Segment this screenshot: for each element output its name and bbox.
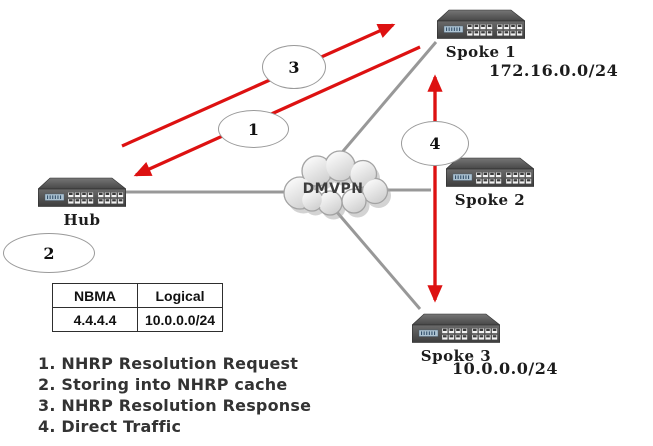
- step-badge-4: 4: [401, 121, 469, 166]
- nhrp-arrows: [121, 23, 443, 303]
- hub-switch-icon: [37, 177, 127, 207]
- step-badge-1: 1: [218, 110, 289, 148]
- legend-item-2: 2. Storing into NHRP cache: [38, 375, 288, 394]
- step-badge-2: 2: [3, 233, 95, 273]
- spoke1-device: Spoke 1: [436, 8, 526, 61]
- spoke3-device: Spoke 3: [411, 312, 501, 365]
- spoke2-device: Spoke 2: [445, 156, 535, 209]
- table-header-row: NBMA Logical: [52, 283, 223, 308]
- spoke2-label: Spoke 2: [454, 191, 526, 209]
- nhrp-request-arrow: [133, 45, 421, 177]
- spoke2-switch-icon: [445, 157, 535, 187]
- dmvpn-cloud-label: DMVPN: [302, 181, 364, 197]
- step-badge-3: 3: [262, 45, 326, 89]
- hub-device: Hub: [37, 176, 127, 229]
- link-cloud-spoke3: [334, 210, 422, 310]
- spoke3-switch-icon: [411, 313, 501, 343]
- spoke1-label: Spoke 1: [445, 43, 517, 61]
- table-row: 4.4.4.4 10.0.0.0/24: [52, 307, 223, 332]
- spoke1-switch-icon: [436, 9, 526, 39]
- spoke1-subnet-label: 172.16.0.0/24: [489, 61, 619, 80]
- legend: 1. NHRP Resolution Request 2. Storing in…: [38, 353, 311, 437]
- table-header-nbma: NBMA: [52, 283, 138, 308]
- hub-label: Hub: [63, 211, 101, 229]
- dmvpn-cloud-icon: [283, 150, 391, 220]
- legend-item-1: 1. NHRP Resolution Request: [38, 354, 299, 373]
- nhrp-response-arrow: [121, 23, 396, 148]
- legend-item-3: 3. NHRP Resolution Response: [38, 396, 312, 415]
- legend-item-4: 4. Direct Traffic: [38, 417, 182, 436]
- table-cell-logical: 10.0.0.0/24: [137, 307, 223, 332]
- spoke3-subnet-label: 10.0.0.0/24: [452, 359, 558, 378]
- spoke3-label: Spoke 3: [420, 347, 492, 365]
- nhrp-cache-table: NBMA Logical 4.4.4.4 10.0.0.0/24: [52, 283, 223, 332]
- table-cell-nbma: 4.4.4.4: [52, 307, 138, 332]
- link-cloud-spoke1: [331, 41, 438, 164]
- table-header-logical: Logical: [137, 283, 223, 308]
